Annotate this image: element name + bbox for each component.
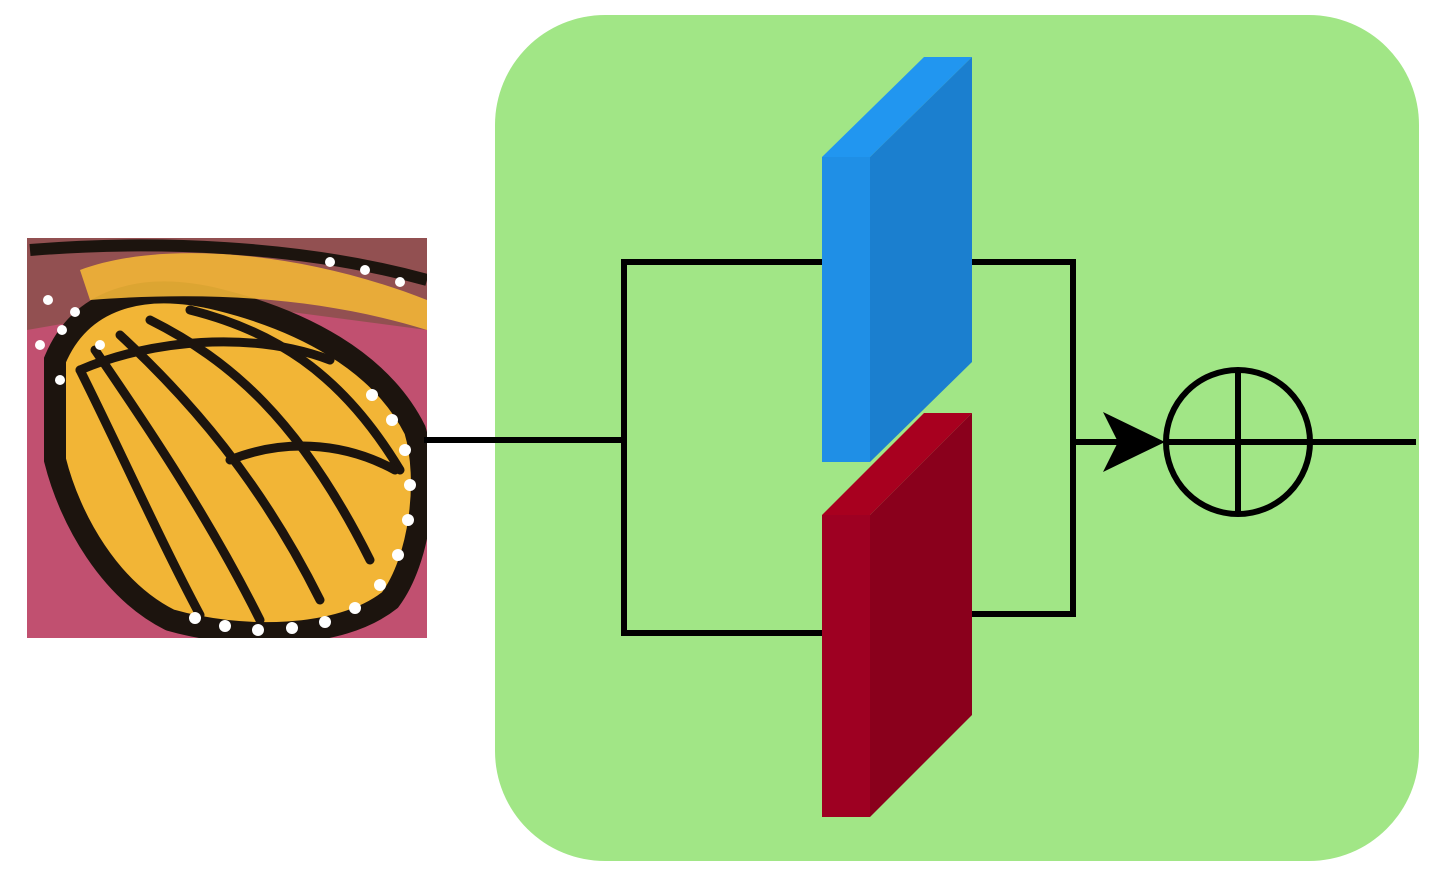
blue-block-side [870, 57, 972, 462]
arrow-head-icon [1103, 412, 1165, 472]
connection-lines [424, 259, 1416, 636]
red-block-top [822, 413, 972, 515]
red-block [822, 413, 972, 817]
upper-wing [80, 253, 427, 330]
input-image [27, 238, 427, 638]
red-block-front [822, 515, 870, 817]
wing-spots [35, 257, 416, 636]
blue-block-top [822, 57, 972, 157]
sum-operator-icon [1163, 367, 1313, 517]
blue-block-front [822, 157, 870, 462]
wing-veins [75, 305, 405, 625]
upper-wing-vein [29, 239, 427, 286]
blue-block [822, 57, 972, 462]
red-block-side [870, 413, 972, 817]
